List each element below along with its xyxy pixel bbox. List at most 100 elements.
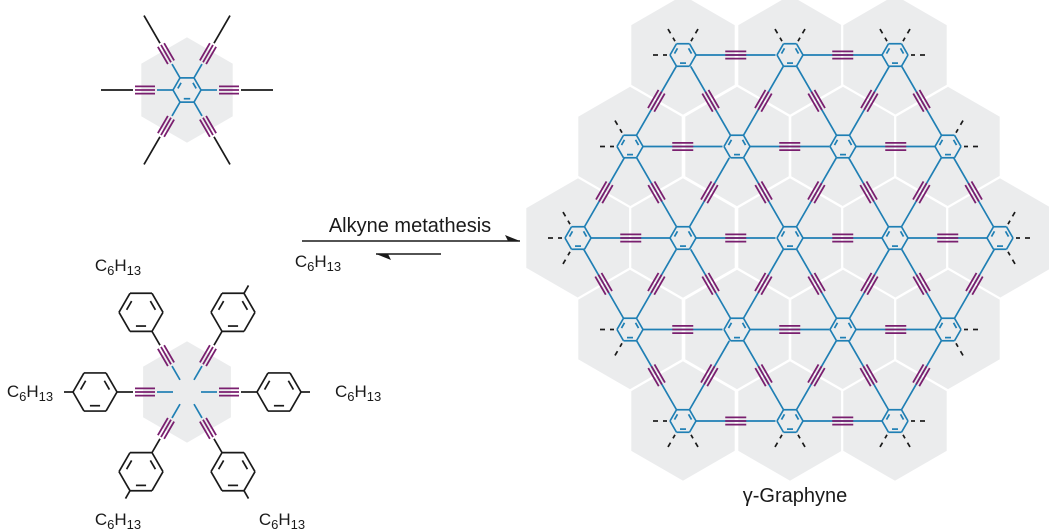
ring-bond xyxy=(583,226,592,239)
ring-double-bond xyxy=(847,139,853,146)
alkyne-line xyxy=(653,363,666,384)
ring-bond xyxy=(900,43,909,56)
lattice-cell xyxy=(841,358,949,484)
ring-double-bond xyxy=(620,139,626,146)
alkyne-line xyxy=(807,276,820,296)
methyl-bond xyxy=(143,15,161,44)
alkyne-icon xyxy=(157,344,175,367)
alkyne-line xyxy=(918,272,931,292)
truncation-dash xyxy=(955,342,959,348)
alkyne-line xyxy=(915,91,928,111)
ring-double-bond xyxy=(687,413,693,420)
alkyne-line xyxy=(965,272,978,292)
ring-double-bond xyxy=(794,413,800,420)
benzene-ring xyxy=(986,225,1014,251)
alkyne-line xyxy=(157,46,169,65)
ring-bond xyxy=(934,146,943,159)
truncation-dash xyxy=(672,434,676,439)
ring-bond xyxy=(934,317,943,330)
alkyne-line xyxy=(810,182,823,202)
ring-bond xyxy=(210,452,223,473)
alkyne-line xyxy=(600,272,613,292)
alkyne-line xyxy=(202,44,214,63)
alkyne-line xyxy=(706,367,719,387)
alkyne-icon xyxy=(832,50,854,60)
ring-double-bond xyxy=(125,300,133,311)
ring-bond xyxy=(289,372,302,393)
subscript: 13 xyxy=(367,389,381,404)
alkyne-icon xyxy=(135,387,155,397)
truncation-dash xyxy=(906,28,911,34)
ring-bond xyxy=(210,311,223,332)
alkyne-line xyxy=(703,182,716,202)
element-symbol: H xyxy=(114,510,126,529)
alkyne-line xyxy=(199,42,211,61)
alkyne-line xyxy=(199,421,211,440)
ring-double-bond xyxy=(687,47,693,54)
truncation-dash xyxy=(779,434,783,439)
ring-bond xyxy=(564,237,573,250)
ring-double-bond xyxy=(885,47,891,54)
ring-bond xyxy=(210,292,223,313)
alkyne-line xyxy=(653,276,666,296)
subscript: 6 xyxy=(107,517,114,529)
alkyne-line xyxy=(757,182,770,202)
ring-bond xyxy=(256,391,269,412)
forward-arrowhead xyxy=(505,235,520,241)
hexyl-label: C6H13 xyxy=(95,256,141,278)
ring-bond xyxy=(953,134,962,147)
alkyne-line xyxy=(757,91,770,111)
ring-bond xyxy=(848,146,857,159)
truncation-dash xyxy=(1007,251,1011,256)
element-symbol: C xyxy=(7,382,19,401)
truncation-dash xyxy=(1011,259,1016,265)
ring-bond xyxy=(986,226,995,239)
ring-double-bond xyxy=(241,300,249,311)
core-benzene-ring xyxy=(172,77,202,103)
alkyne-line xyxy=(912,363,925,384)
alkyne-line xyxy=(160,44,172,63)
alkyne-line xyxy=(863,274,876,294)
truncation-dash xyxy=(884,434,888,439)
truncation-dash xyxy=(959,350,964,356)
alkyne-icon xyxy=(701,272,720,296)
alkyne-icon xyxy=(754,363,773,387)
alkyne-line xyxy=(866,276,879,296)
alkyne-line xyxy=(650,182,663,202)
alkyne-icon xyxy=(672,324,694,335)
ring-bond xyxy=(900,420,909,433)
alkyne-line xyxy=(865,180,878,201)
ring-bond xyxy=(1005,237,1014,250)
truncation-dash xyxy=(562,211,567,217)
ring-bond xyxy=(210,471,223,492)
truncation-dash xyxy=(614,120,619,126)
alkyne-icon xyxy=(700,363,719,387)
ring-bond xyxy=(795,54,804,67)
ring-bond xyxy=(900,409,909,422)
alkyne-line xyxy=(813,184,826,204)
hexyl-bond xyxy=(124,490,131,499)
element-symbol: H xyxy=(114,256,126,275)
methyl-bond xyxy=(213,15,231,44)
ring-double-bond xyxy=(885,230,891,237)
alkyne-line xyxy=(918,367,931,387)
alkyne-line xyxy=(760,363,773,384)
ring-bond xyxy=(688,43,697,56)
ring-double-bond xyxy=(1004,230,1010,237)
alkyne-icon xyxy=(807,272,826,296)
core-bond xyxy=(171,63,181,79)
ring-bond xyxy=(776,54,785,67)
alkyne-line xyxy=(163,344,175,363)
alkyne-line xyxy=(915,274,928,294)
alkyne-line xyxy=(915,182,928,202)
alkyne-line xyxy=(595,180,608,201)
alkyne-line xyxy=(967,182,980,202)
monomer-cell xyxy=(140,338,234,446)
alkyne-line xyxy=(163,421,175,440)
ring-bond xyxy=(776,237,785,250)
ring-bond xyxy=(953,146,962,159)
ring-bond xyxy=(742,146,751,159)
ring-double-bond xyxy=(794,47,800,54)
alkyne-line xyxy=(754,89,767,109)
